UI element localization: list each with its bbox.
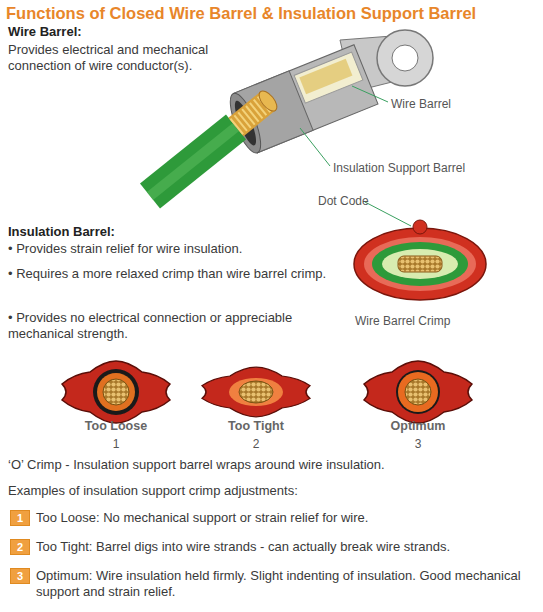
bullet-text: • Provides no electrical connection or a… [8,310,338,342]
title: Functions of Closed Wire Barrel & Insula… [6,3,476,23]
callout-number: 3 [398,436,438,452]
example-text: Too Loose: No mechanical support or stra… [36,510,536,526]
part-label: Wire Barrel [391,96,531,112]
badge-number: 2 [11,540,29,554]
too-loose-crimp [62,361,170,423]
badge-number: 1 [11,511,29,525]
heading: Wire Barrel: [8,24,268,40]
note-text: ‘O’ Crimp - Insulation support barrel wr… [8,457,538,473]
crimp-label: Too Loose [56,418,176,434]
too-tight-crimp [202,367,310,417]
bullet-text: • Requires a more relaxed crimp than wir… [8,266,338,282]
number-badge: 2 [10,539,30,555]
wire [150,88,280,196]
number-badge: 3 [10,568,30,584]
example-text: Optimum: Wire insulation held firmly. Sl… [36,568,536,600]
bullet-text: • Provides strain relief for wire insula… [8,241,338,257]
number-badge: 1 [10,510,30,526]
part-label: Dot Code [318,193,398,209]
part-label: Insulation Support Barrel [333,160,533,176]
ring-terminal [224,30,433,157]
callout-number: 1 [96,436,136,452]
wire-barrel-crimp [354,220,486,300]
crimp-label: Too Tight [196,418,316,434]
example-text: Too Tight: Barrel digs into wire strands… [36,539,536,555]
note-text: Examples of insulation support crimp adj… [8,483,538,499]
badge-number: 3 [11,569,29,583]
description: Provides electrical and mechanical conne… [8,42,248,74]
crimp-label: Optimum [358,418,478,434]
heading: Insulation Barrel: [8,224,308,240]
callout-number: 2 [236,436,276,452]
optimum-crimp [364,361,472,423]
caption: Wire Barrel Crimp [355,313,485,329]
